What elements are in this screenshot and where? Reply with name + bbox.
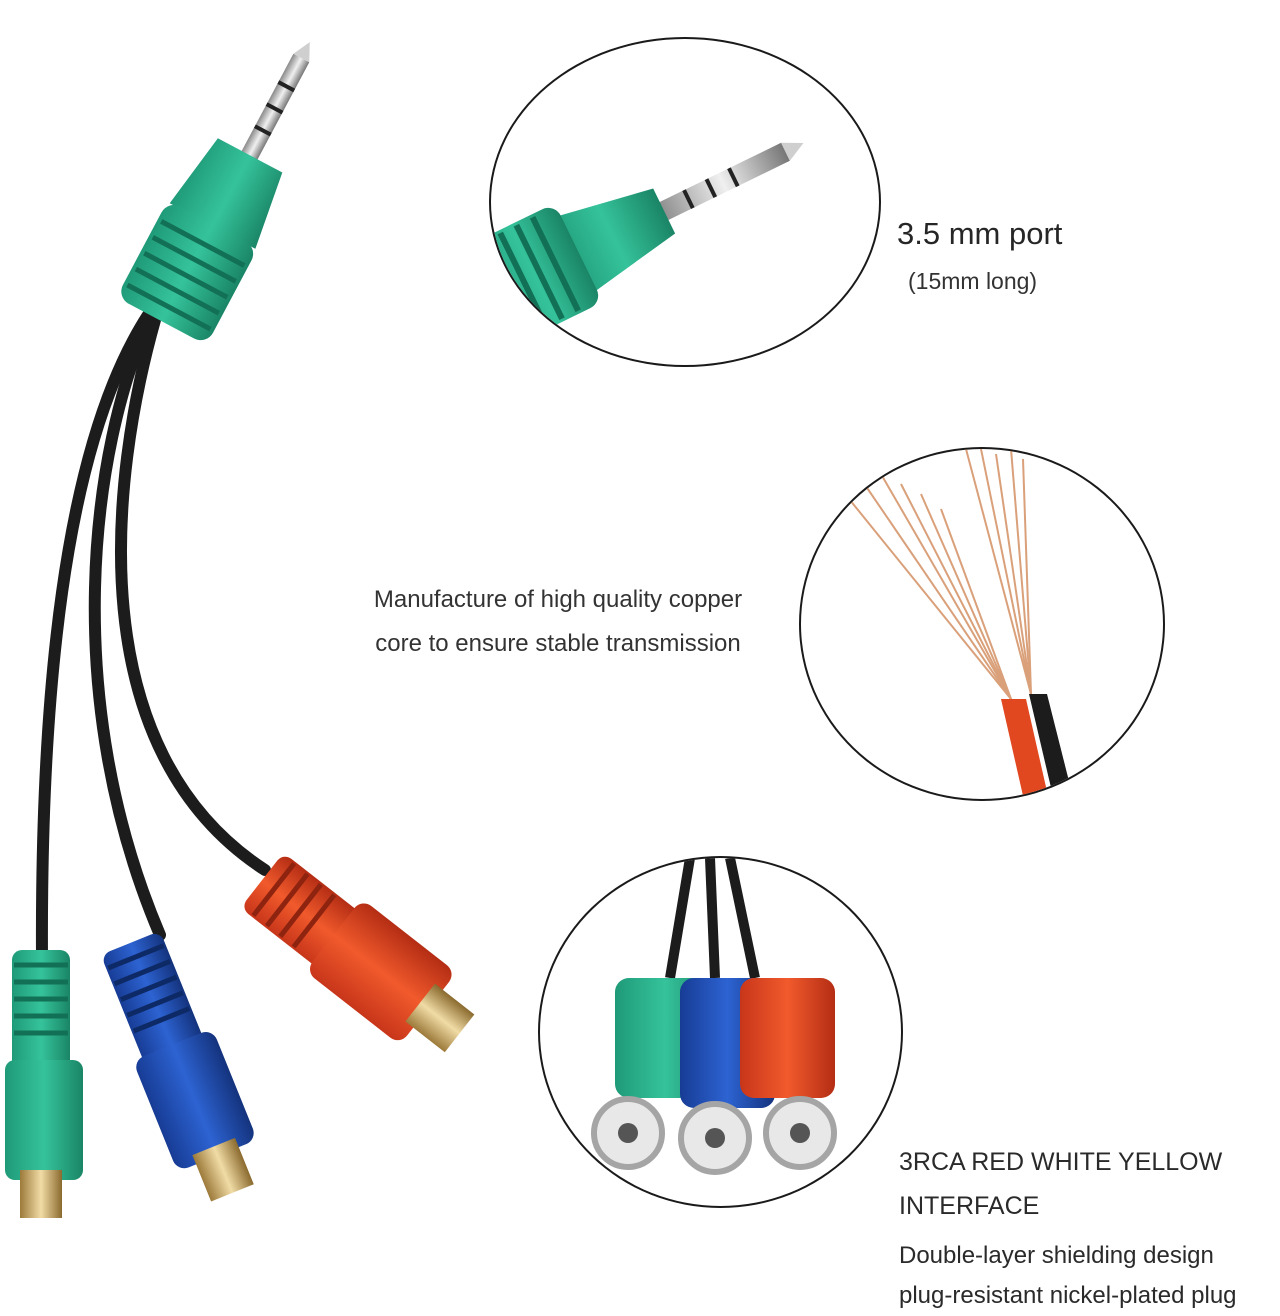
shielding-caption: Double-layer shielding design plug-resis… xyxy=(899,1236,1237,1316)
rca-blue xyxy=(103,933,254,1202)
copper-caption: Manufacture of high quality copper core … xyxy=(338,578,778,666)
plug-closeup-image xyxy=(491,142,804,342)
shielding-caption-line2: plug-resistant nickel-plated plug xyxy=(899,1282,1237,1309)
cable-wires xyxy=(35,309,271,966)
rca-closeup-image xyxy=(591,858,837,1175)
interface-caption-line1: 3RCA RED WHITE YELLOW xyxy=(899,1148,1223,1176)
interface-caption: 3RCA RED WHITE YELLOW INTERFACE xyxy=(899,1140,1222,1228)
rca-detail-circle xyxy=(538,856,903,1208)
plug-detail-circle xyxy=(489,37,881,367)
port-title: 3.5 mm port xyxy=(897,216,1063,251)
copper-caption-line1: Manufacture of high quality copper xyxy=(373,586,743,613)
rca-red-closeup xyxy=(740,978,837,1170)
rca-red xyxy=(244,856,475,1053)
copper-closeup-image xyxy=(840,449,1074,799)
copper-caption-line2: core to ensure stable transmission xyxy=(375,630,741,657)
cable-product-image xyxy=(5,42,475,1218)
copper-detail-circle xyxy=(799,447,1165,801)
shielding-caption-line1: Double-layer shielding design xyxy=(899,1242,1214,1269)
port-subtitle: (15mm long) xyxy=(908,268,1038,294)
rca-green xyxy=(5,950,83,1218)
interface-caption-line2: INTERFACE xyxy=(899,1192,1040,1220)
aux-plug xyxy=(121,42,310,341)
